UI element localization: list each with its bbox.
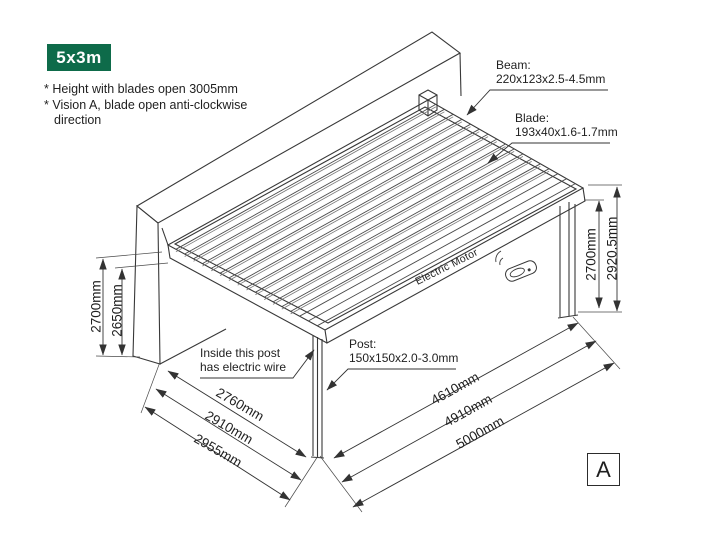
signal-waves-icon — [495, 250, 504, 266]
note-line: * Vision A, blade open anti-clockwise — [44, 97, 248, 112]
wall-outline — [132, 31, 462, 365]
note-line: direction — [54, 113, 102, 127]
beam-callout-title: Beam: — [496, 58, 531, 72]
beam-callout: Beam: 220x123x2.5-4.5mm — [496, 58, 606, 86]
note-line: * Height with blades open 3005mm — [44, 82, 238, 96]
electric-wire-line1: Inside this post — [200, 346, 281, 360]
notes-block: * Height with blades open 3005mm * Visio… — [44, 82, 247, 129]
beam-callout-spec: 220x123x2.5-4.5mm — [496, 71, 606, 86]
dim-post-clear-height: 2700mm — [583, 228, 599, 281]
blade-callout-title: Blade: — [515, 111, 550, 125]
dim-total-height: 2920.5mm — [604, 216, 620, 281]
dim-wall-height-outer: 2700mm — [88, 280, 104, 333]
blade-callout-spec: 193x40x1.6-1.7mm — [515, 124, 618, 139]
post-callout-spec: 150x150x2.0-3.0mm — [349, 350, 459, 365]
remote-control-icon — [495, 250, 537, 282]
posts — [310, 202, 579, 459]
roof-louvres — [175, 104, 576, 327]
post-callout-title: Post: — [349, 337, 377, 351]
dimension-lines — [99, 186, 621, 508]
view-marker-a: A — [587, 453, 620, 486]
roof-frame — [166, 89, 586, 344]
post-callout: Post: 150x150x2.0-3.0mm — [349, 337, 459, 365]
size-badge: 5x3m — [47, 44, 111, 71]
callout-leaders — [200, 89, 610, 391]
dim-wall-height-inner: 2650mm — [109, 284, 125, 337]
electric-wire-line2: has electric wire — [200, 359, 287, 374]
electric-wire-callout: Inside this post has electric wire — [200, 346, 287, 374]
blade-callout: Blade: 193x40x1.6-1.7mm — [515, 111, 618, 139]
